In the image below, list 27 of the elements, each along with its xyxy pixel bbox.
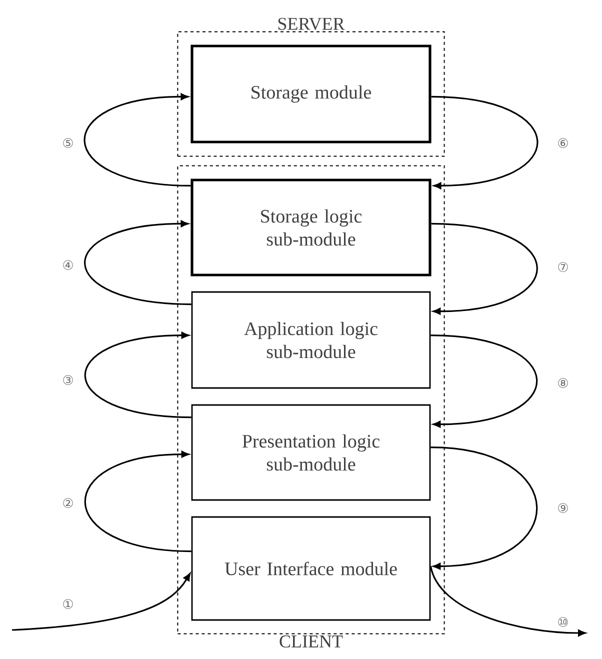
curved-arrow [84, 332, 192, 418]
edge-label: ⑧ [556, 377, 570, 389]
curved-arrow [12, 573, 190, 631]
edge-label: ④ [61, 259, 75, 271]
curved-arrow [431, 222, 538, 315]
module-box: Presentation logic sub-module [191, 404, 431, 501]
node-label: SERVER [278, 18, 345, 30]
curved-arrow [430, 446, 538, 570]
edge-label: ⑥ [556, 137, 570, 149]
edge-label: ⑩ [556, 616, 570, 628]
module-box: Storage module [190, 44, 432, 144]
curved-arrow [430, 334, 538, 428]
curved-arrow [430, 566, 586, 636]
module-box: Application logic sub-module [191, 291, 431, 389]
edge-label: ⑤ [61, 137, 75, 149]
node-label: CLIENT [280, 635, 343, 648]
edge-label: ⑨ [556, 502, 570, 514]
edge-label: ② [61, 497, 75, 509]
edge-label: ① [61, 598, 75, 610]
edge-label: ③ [61, 374, 75, 386]
curved-arrow [84, 93, 191, 186]
module-box: User Interface module [191, 516, 431, 621]
curved-arrow [84, 220, 192, 306]
curved-arrow [84, 450, 192, 552]
edge-label: ⑦ [556, 261, 570, 273]
curved-arrow [431, 96, 538, 190]
module-box: Storage logic sub-module [190, 178, 432, 276]
